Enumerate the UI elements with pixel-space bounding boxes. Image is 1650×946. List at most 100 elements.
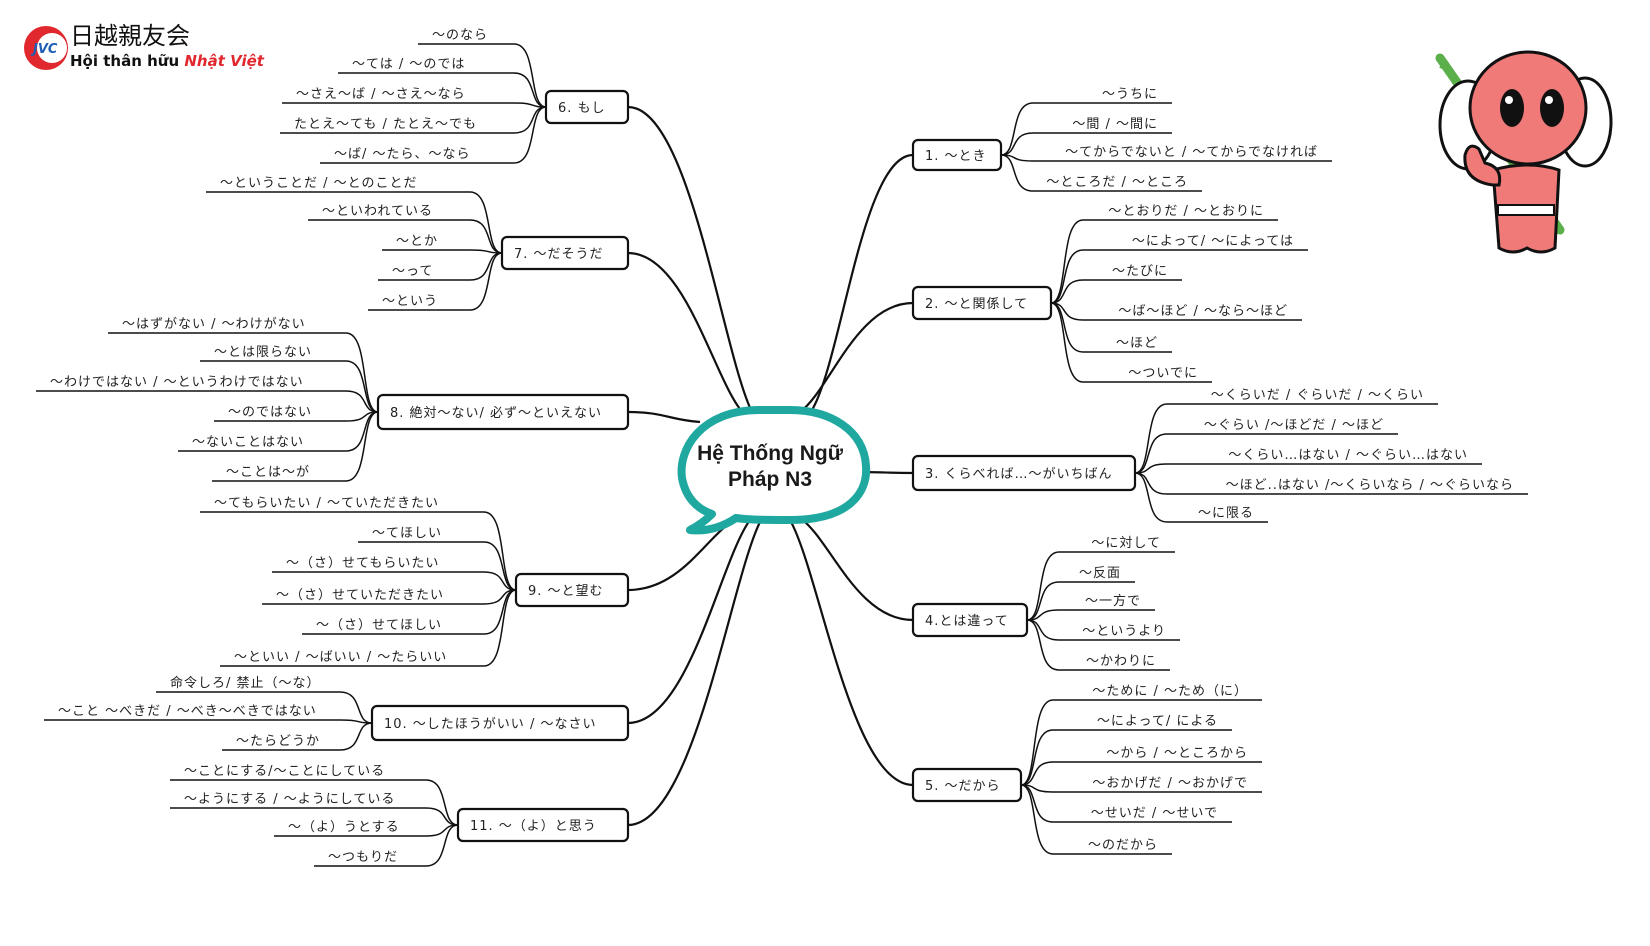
leaf-item: ～って	[392, 264, 433, 279]
leaf-connector	[1020, 761, 1262, 786]
leaf-connector	[358, 541, 517, 591]
logo-subtitle-a: Hội thân hữu	[70, 52, 184, 70]
leaf-item: ～ぐらい /～ほどだ / ～ほど	[1204, 418, 1384, 433]
branch-node-11[interactable]: 11. ～（よ）と思う	[456, 807, 630, 843]
branch-label: 7. ～だそうだ	[514, 247, 604, 262]
leaf-connector	[220, 589, 517, 667]
leaf-connector	[320, 106, 547, 164]
leaf-connector	[200, 360, 379, 413]
leaf-item: ～（さ）せてもらいたい	[286, 556, 439, 571]
leaf-connector	[338, 72, 547, 108]
branch-node-10[interactable]: 10. ～したほうがいい / ～なさい	[370, 704, 630, 742]
leaf-item: ～くらい…はない / ～ぐらい…はない	[1228, 448, 1468, 463]
branch-node-2[interactable]: 2. ～と関係して	[911, 285, 1053, 321]
branch-label: 1. ～とき	[925, 149, 987, 164]
leaf-item: ～ほど..はない /～くらいなら / ～ぐらいなら	[1226, 478, 1514, 493]
leaf-item: ～てからでないと / ～てからでなければ	[1065, 145, 1318, 160]
leaf-item: ～という	[382, 294, 438, 309]
leaf-connector	[108, 332, 379, 413]
leaf-item: ～ほど	[1116, 336, 1158, 351]
leaf-connector	[1134, 433, 1398, 474]
leaf-connector	[368, 252, 503, 311]
branch-node-9[interactable]: 9. ～と望む	[514, 572, 630, 608]
leaf-connector	[206, 191, 503, 254]
leaf-connector	[280, 106, 547, 134]
leaf-item: ～ところだ / ～ところ	[1046, 175, 1188, 190]
leaf-connector	[200, 511, 517, 591]
leaf-connector	[1000, 102, 1172, 156]
branch-label: 10. ～したほうがいい / ～なさい	[384, 717, 596, 732]
branch-label: 11. ～（よ）と思う	[470, 819, 597, 834]
branch-node-5[interactable]: 5. ～だから	[911, 767, 1023, 803]
leaf-connector	[36, 390, 379, 413]
leaf-item: 命令しろ/ 禁止（～な）	[170, 675, 321, 691]
leaf-item: ～つもりだ	[328, 850, 398, 865]
leaf-connector	[1026, 551, 1175, 621]
leaf-item: ～のだから	[1088, 838, 1158, 853]
branch-connector	[627, 519, 751, 725]
leaf-item: ～ついでに	[1128, 366, 1198, 381]
branch-node-1[interactable]: 1. ～とき	[911, 138, 1003, 172]
leaf-item: ～間 / ～間に	[1072, 117, 1158, 132]
leaf-item: ～とは限らない	[214, 345, 312, 360]
branch-node-6[interactable]: 6. もし	[544, 89, 630, 125]
leaf-item: ～とか	[396, 234, 438, 249]
leaf-connector	[378, 252, 503, 281]
leaf-item: ～から / ～ところから	[1106, 746, 1248, 761]
jvc-logo: JVC 日越親友会 Hội thân hữu Nhật Việt	[24, 22, 265, 70]
branch-node-3[interactable]: 3. くらべれば…～がいちばん	[911, 454, 1137, 492]
leaf-connector	[1000, 132, 1172, 156]
branch-connector	[627, 410, 701, 424]
nodes-layer: 1. ～とき～うちに～間 / ～間に～てからでないと / ～てからでなければ～と…	[50, 28, 1514, 865]
leaf-connector	[418, 43, 547, 108]
leaf-item: ～ば/ ～たら、～なら	[334, 147, 471, 162]
branch-node-7[interactable]: 7. ～だそうだ	[500, 235, 630, 271]
leaf-connector	[156, 691, 373, 724]
leaf-item: ～によって/ ～によっては	[1132, 234, 1294, 249]
leaf-item: ～こと ～べきだ / ～べき～べきではない	[58, 704, 317, 719]
branch-label: 9. ～と望む	[528, 583, 604, 599]
leaf-item: ～によって/ による	[1097, 714, 1218, 729]
leaf-item: ～ために / ～ため（に）	[1092, 684, 1248, 699]
leaf-item: ～ては / ～のでは	[352, 57, 465, 72]
branch-connector	[811, 153, 914, 411]
leaf-connector	[1026, 619, 1170, 671]
leaf-item: ～反面	[1079, 566, 1121, 581]
leaf-item: ～（さ）せてほしい	[316, 618, 442, 633]
leaf-connector	[1050, 302, 1212, 383]
leaf-connector	[1134, 463, 1482, 474]
branch-label: 4.とは違って	[925, 614, 1009, 629]
leaf-connector	[1134, 472, 1528, 495]
mascot-illustration	[1435, 50, 1613, 254]
leaf-item: ～といい / ～ばいい / ～たらいい	[234, 650, 447, 665]
branch-node-4[interactable]: 4.とは違って	[911, 602, 1029, 638]
leaf-connector	[44, 719, 373, 724]
branch-label: 5. ～だから	[925, 779, 1001, 794]
leaf-item: ～ようにする / ～ようにしている	[184, 792, 395, 807]
leaf-connector	[222, 722, 373, 751]
leaf-item: ～（よ）うとする	[288, 820, 400, 835]
leaf-item: ～ば～ほど / ～なら～ほど	[1118, 304, 1288, 319]
leaf-connector	[1134, 472, 1268, 523]
leaf-item: ～たびに	[1112, 264, 1168, 279]
leaf-item: たとえ～ても / たとえ～でも	[294, 117, 477, 132]
leaf-connector	[1026, 619, 1180, 641]
leaf-connector	[272, 571, 517, 591]
leaf-connector	[382, 249, 503, 254]
branch-label: 3. くらべれば…～がいちばん	[925, 467, 1113, 482]
leaf-item: ～とおりだ / ～とおりに	[1108, 204, 1264, 219]
leaf-item: ～たらどうか	[236, 734, 320, 749]
leaf-item: ～に限る	[1198, 506, 1254, 521]
leaf-connector	[1134, 403, 1438, 474]
leaf-item: ～おかげだ / ～おかげで	[1092, 776, 1248, 791]
connector-lines	[36, 43, 1528, 867]
branch-node-8[interactable]: 8. 絶対～ない/ 必ず～といえない	[376, 393, 630, 431]
leaf-connector	[314, 824, 459, 867]
leaf-connector	[308, 219, 503, 254]
leaf-connector	[282, 102, 547, 108]
branch-connector	[799, 517, 914, 622]
svg-text:Hội thân hữu Nhật Việt: Hội thân hữu Nhật Việt	[70, 52, 265, 70]
leaf-item: ～一方で	[1085, 593, 1141, 609]
leaf-item: ～てほしい	[372, 526, 442, 541]
